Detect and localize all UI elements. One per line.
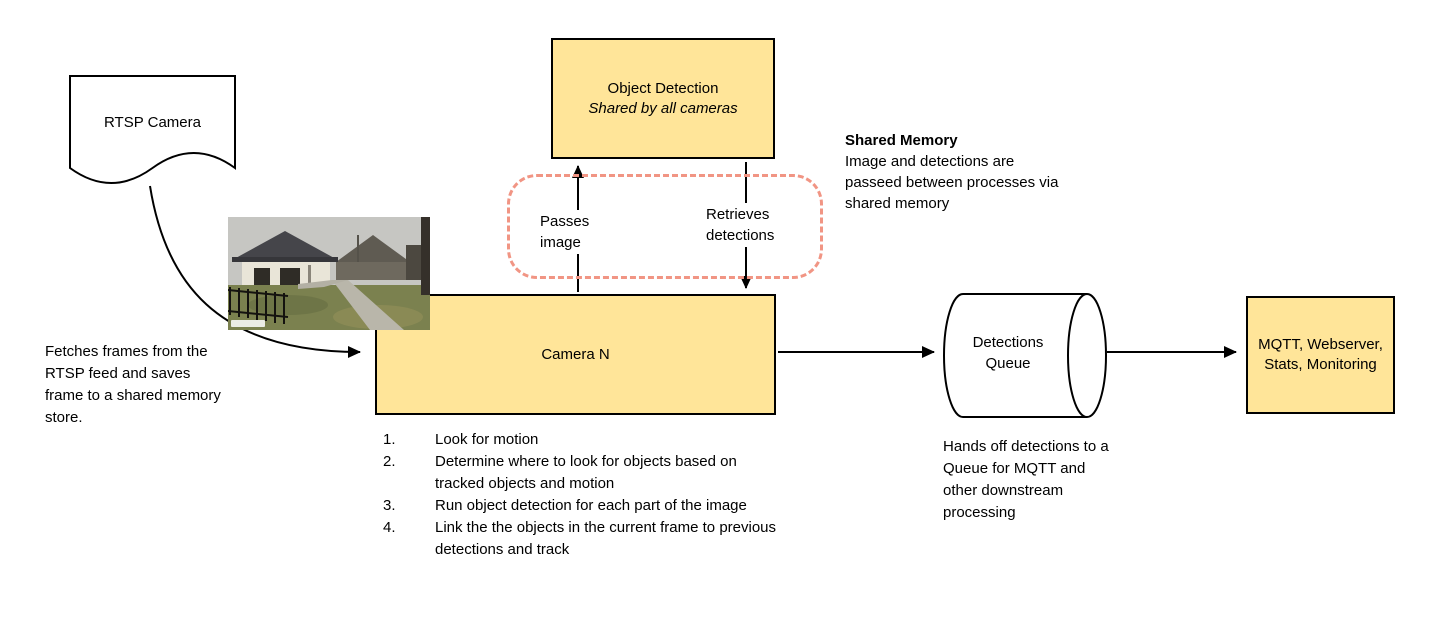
camera-n-node: Camera N <box>375 294 776 415</box>
step-text: Look for motion <box>435 431 539 448</box>
camera-snapshot-image <box>228 217 430 330</box>
list-item: 1. Look for motion <box>383 429 793 451</box>
rtsp-camera-label: RTSP Camera <box>104 114 201 131</box>
list-item: 4. Link the the objects in the current f… <box>383 517 793 561</box>
step-number: 1. <box>383 431 396 448</box>
outputs-node: MQTT, Webserver, Stats, Monitoring <box>1246 296 1395 414</box>
shared-memory-title: Shared Memory <box>845 132 958 149</box>
list-item: 3. Run object detection for each part of… <box>383 495 793 517</box>
camera-steps-list: 1. Look for motion 2. Determine where to… <box>383 429 793 561</box>
step-number: 3. <box>383 497 396 514</box>
fetch-frames-note: Fetches frames from the RTSP feed and sa… <box>45 343 221 426</box>
passes-image-label: Passes image <box>536 210 594 254</box>
step-text: Run object detection for each part of th… <box>435 497 747 514</box>
detections-queue-shape <box>943 293 1107 418</box>
step-text: Determine where to look for objects base… <box>435 453 737 492</box>
edge-rtsp-to-camera <box>149 185 361 358</box>
outputs-label: MQTT, Webserver, Stats, Monitoring <box>1258 336 1383 373</box>
shared-memory-region <box>507 174 823 279</box>
step-number: 4. <box>383 519 396 536</box>
object-detection-subtitle: Shared by all cameras <box>588 99 738 117</box>
detections-queue-label: Detections Queue <box>972 334 1044 372</box>
step-number: 2. <box>383 453 396 470</box>
object-detection-node: Object Detection Shared by all cameras <box>551 38 775 159</box>
list-item: 2. Determine where to look for objects b… <box>383 451 793 495</box>
step-text: Link the the objects in the current fram… <box>435 519 777 558</box>
shared-memory-body: Image and detections are passeed between… <box>845 153 1059 212</box>
queue-handoff-note: Hands off detections to a Queue for MQTT… <box>943 438 1109 521</box>
rtsp-camera-shape <box>69 75 236 184</box>
shared-memory-note: Shared Memory Image and detections are p… <box>845 130 1060 214</box>
object-detection-title: Object Detection <box>607 79 719 97</box>
camera-n-label: Camera N <box>541 345 610 363</box>
retrieves-detections-label: Retrieves detections <box>702 203 779 247</box>
